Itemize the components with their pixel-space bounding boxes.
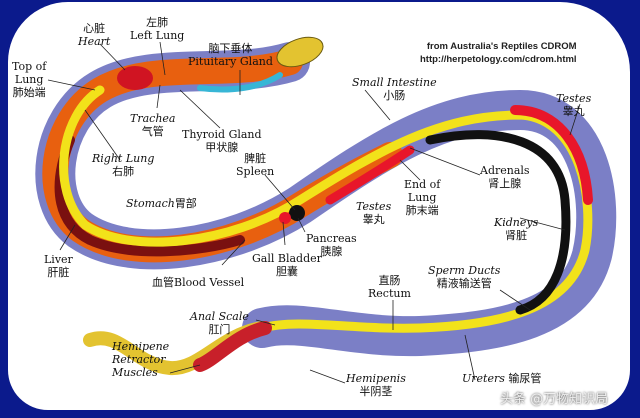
label-en: Sperm Ducts: [428, 264, 501, 277]
label-en: Small Intestine: [352, 76, 437, 89]
source-credit: from Australia's Reptiles CDROM http://h…: [420, 40, 577, 66]
label-zh: 脾脏: [244, 152, 267, 165]
label-en: Pancreas: [306, 232, 357, 245]
label-zh: 半阴茎: [359, 385, 393, 398]
label-zh: 胰腺: [320, 245, 343, 258]
label-zh: 心脏: [83, 22, 106, 35]
label-zh: 睾丸: [562, 105, 585, 118]
testes-mid: [325, 145, 415, 205]
label-zh: 精液输送管: [436, 277, 492, 290]
testes-top: [510, 105, 593, 205]
label-zh: 脑下垂体: [208, 42, 253, 55]
label-en: Testes: [356, 200, 392, 213]
gall-bladder-organ: [279, 212, 291, 224]
label-zh: 甲状腺: [205, 141, 239, 154]
label-en: Stomach: [126, 197, 175, 210]
label-zh: 胆囊: [275, 265, 298, 278]
label-en: Lung: [14, 73, 44, 86]
label-zh: 肛门: [208, 323, 231, 336]
liver: [54, 135, 245, 257]
label-zh: 输尿管: [508, 372, 542, 385]
label-en: Heart: [78, 35, 111, 48]
intestine: [59, 85, 593, 333]
label-en: Top of: [12, 60, 47, 73]
label-en: Gall Bladder: [252, 252, 322, 265]
label-en: Lung: [407, 191, 437, 204]
label-zh: 肺末端: [405, 204, 439, 217]
label-en: Liver: [44, 253, 73, 266]
kidney: [425, 130, 571, 315]
retractor-muscle: [193, 321, 272, 372]
label-en: Left Lung: [130, 29, 185, 42]
label-en: Thyroid Gland: [182, 128, 262, 141]
label-en: Blood Vessel: [174, 276, 245, 289]
label-en: Trachea: [130, 112, 176, 125]
label-en: Ureters: [462, 372, 505, 385]
label-blood-vessel: 血管Blood Vessel: [152, 276, 244, 289]
label-zh: 左肺: [146, 16, 169, 29]
label-en: Right Lung: [92, 152, 155, 165]
label-zh: 直肠: [378, 274, 401, 287]
label-en: Anal Scale: [190, 310, 249, 323]
label-zh: 胃部: [174, 197, 197, 210]
label-zh: 气管: [141, 125, 164, 138]
label-zh: 肺始端: [12, 86, 46, 99]
label-en: End of: [404, 178, 441, 191]
label-en: Pituitary Gland: [188, 55, 273, 68]
label-en: Retractor: [112, 353, 166, 366]
label-en: Rectum: [368, 287, 411, 300]
pituitary-gland: [197, 72, 283, 93]
label-zh: 肝脏: [47, 266, 70, 279]
label-en: Spleen: [236, 165, 275, 178]
credit-line-2: http://herpetology.com/cdrom.html: [420, 54, 577, 65]
snake-head: [276, 36, 324, 68]
label-ureters: Ureters 输尿管: [462, 372, 541, 385]
label-zh: 右肺: [112, 165, 135, 178]
label-stomach: Stomach胃部: [126, 197, 197, 210]
label-en: Hemipenis: [346, 372, 406, 385]
label-en: Kidneys: [494, 216, 539, 229]
label-en: Muscles: [112, 366, 158, 379]
label-zh: 肾上腺: [488, 177, 522, 190]
spleen-organ: [289, 205, 305, 221]
label-zh: 肾脏: [505, 229, 528, 242]
heart-organ: [117, 66, 153, 90]
credit-line-1: from Australia's Reptiles CDROM: [426, 41, 577, 52]
watermark: 头条 @万物知识局: [500, 392, 609, 407]
label-zh: 血管: [152, 276, 174, 289]
label-zh: 睾丸: [362, 213, 385, 226]
label-en: Hemipene: [112, 340, 170, 353]
label-en: Adrenals: [480, 164, 530, 177]
label-en: Testes: [556, 92, 592, 105]
label-zh: 小肠: [383, 89, 406, 102]
